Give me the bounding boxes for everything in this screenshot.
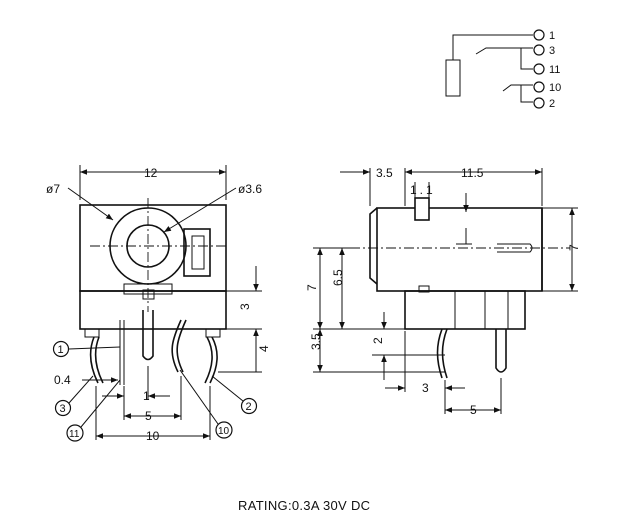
dim-front-height: 3 (238, 303, 252, 310)
dim-front-width: 12 (144, 166, 158, 180)
dim-pin-offset: 1 (143, 389, 150, 403)
rating-text: RATING:0.3A 30V DC (238, 498, 370, 513)
dim-inner-diameter: ø3.6 (238, 182, 262, 196)
schematic-label-10: 10 (549, 82, 561, 94)
dim-slot-width: 1.1 (410, 183, 436, 197)
callout-pin-1: 1 (58, 344, 64, 356)
callout-pin-2: 2 (246, 401, 252, 413)
schematic-label-2: 2 (549, 98, 555, 110)
dim-pin-spacing-5: 5 (145, 409, 152, 423)
schematic-label-11: 11 (549, 64, 560, 76)
schematic-pin-1 (533, 29, 545, 41)
dim-side-axis-height: 6.5 (331, 269, 345, 286)
dim-front-length: 3.5 (376, 166, 393, 180)
front-view: 12 ø7 ø3.6 3 4 0.4 1 5 10 1 (46, 165, 271, 443)
schematic-sleeve (445, 59, 461, 97)
schematic-label-1: 1 (549, 30, 555, 42)
side-view: 3.5 11.5 1.1 7 7 6.5 3.5 2 3 (305, 166, 581, 417)
dim-pin-spacing-10: 10 (146, 429, 160, 443)
dim-pin-width: 0.4 (54, 373, 71, 387)
dim-side-height: 7 (567, 244, 581, 251)
dim-side-total-height: 7 (305, 284, 319, 291)
side-body (376, 207, 543, 292)
schematic-pin-2 (533, 97, 545, 109)
dim-side-pin-spacing: 5 (470, 403, 477, 417)
dim-pin-length: 4 (257, 345, 271, 352)
schematic-pin-3 (533, 44, 545, 56)
callout-pin-11: 11 (69, 429, 80, 440)
dim-outer-diameter: ø7 (46, 182, 60, 196)
schematic-pin-11 (533, 63, 545, 75)
dim-side-bottom-offset: 3.5 (309, 333, 323, 350)
callout-pin-3: 3 (60, 403, 66, 415)
schematic-symbol: 1 3 11 10 2 (445, 29, 561, 110)
side-front-nose (369, 207, 378, 285)
dim-side-pin-height: 2 (371, 337, 385, 344)
dim-side-pin-offset: 3 (422, 381, 429, 395)
callout-pin-10: 10 (218, 426, 230, 437)
schematic-label-3: 3 (549, 45, 555, 57)
schematic-pin-10 (533, 81, 545, 93)
dim-body-length: 11.5 (461, 166, 484, 180)
